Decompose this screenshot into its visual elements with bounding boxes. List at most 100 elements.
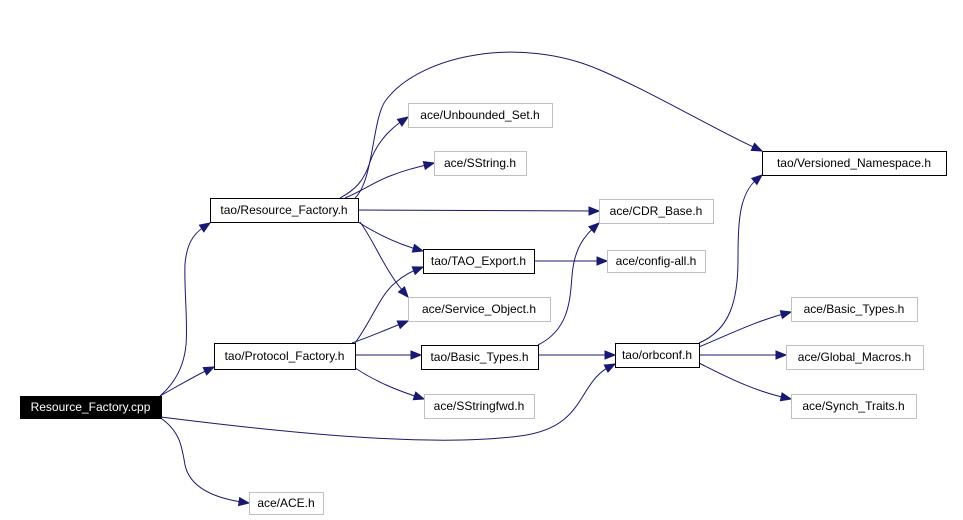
node-label: ace/ACE.h: [257, 496, 314, 510]
edge-arrowhead: [396, 320, 410, 330]
edge-tao-orbconf-h-to-ace-basic-types-h: [698, 310, 793, 348]
node-label: ace/SString.h: [444, 156, 516, 170]
edge-tao-tao-export-h-to-ace-config-all-h: [534, 256, 609, 266]
node-label: tao/Basic_Types.h: [430, 350, 528, 364]
edge-arrowhead: [397, 285, 409, 299]
node-ace-sstring-h[interactable]: ace/SString.h: [434, 151, 527, 176]
edge-tao-protocol-factory-h-to-tao-tao-export-h: [354, 266, 425, 344]
edge-line: [357, 221, 424, 252]
edge-line: [537, 222, 600, 346]
edge-line: [354, 51, 763, 199]
node-tao-tao-export-h[interactable]: tao/TAO_Export.h: [423, 249, 535, 274]
edge-arrowhead: [422, 160, 436, 171]
edge-line: [698, 174, 763, 344]
node-tao-basic-types-h[interactable]: tao/Basic_Types.h: [421, 345, 539, 370]
node-box: [615, 343, 700, 368]
node-box: [607, 250, 706, 273]
edge-arrowhead: [198, 222, 212, 233]
edge-resource-factory-cpp-to-ace-ace-h: [161, 418, 251, 507]
node-box: [408, 297, 551, 322]
node-box: [762, 151, 947, 176]
node-ace-sstringfwd-h[interactable]: ace/SStringfwd.h: [424, 394, 535, 419]
node-ace-ace-h[interactable]: ace/ACE.h: [249, 492, 324, 515]
node-box: [423, 249, 535, 274]
node-tao-protocol-factory-h[interactable]: tao/Protocol_Factory.h: [214, 343, 356, 370]
edge-arrowhead: [412, 391, 426, 401]
edge-arrowhead: [411, 266, 425, 276]
edge-resource-factory-cpp-to-tao-orbconf-h: [160, 363, 617, 441]
edge-arrowhead: [604, 350, 617, 360]
node-label: tao/TAO_Export.h: [431, 254, 526, 268]
edge-line: [159, 222, 211, 397]
node-label: tao/Resource_Factory.h: [220, 203, 347, 217]
edge-arrowhead: [779, 310, 793, 320]
edge-line: [698, 362, 792, 400]
node-ace-config-all-h[interactable]: ace/config-all.h: [607, 250, 706, 273]
edge-arrowhead: [750, 174, 764, 186]
node-label: ace/Service_Object.h: [422, 302, 536, 316]
node-label: tao/orbconf.h: [622, 348, 692, 362]
edge-arrowhead: [588, 222, 601, 234]
nodes-layer: Resource_Factory.cpp ace/ACE.h tao/Resourc…: [20, 103, 947, 515]
edge-line: [357, 209, 600, 212]
edge-arrowhead: [588, 206, 601, 216]
node-label: tao/Protocol_Factory.h: [225, 349, 345, 363]
node-ace-global-macros-h[interactable]: ace/Global_Macros.h: [786, 345, 924, 370]
node-label: ace/Unbounded_Set.h: [420, 108, 539, 122]
edges-layer: [159, 51, 793, 507]
edge-arrowhead: [411, 243, 425, 253]
node-box: [20, 396, 162, 419]
node-ace-unbounded-set-h[interactable]: ace/Unbounded_Set.h: [408, 103, 553, 128]
edge-tao-resource-factory-h-to-ace-unbounded-set-h: [339, 116, 410, 199]
node-tao-resource-factory-h[interactable]: tao/Resource_Factory.h: [210, 198, 359, 223]
node-label: ace/CDR_Base.h: [610, 204, 703, 218]
node-box: [791, 297, 918, 322]
edge-arrowhead: [396, 116, 410, 127]
edge-tao-basic-types-h-to-ace-cdr-base-h: [537, 222, 601, 346]
node-label: ace/Synch_Traits.h: [802, 399, 904, 413]
node-box: [786, 345, 924, 370]
node-ace-synch-traits-h[interactable]: ace/Synch_Traits.h: [791, 394, 917, 419]
node-box: [210, 198, 359, 223]
node-ace-service-object-h[interactable]: ace/Service_Object.h: [408, 297, 551, 322]
edge-tao-resource-factory-h-to-ace-service-object-h: [359, 221, 409, 299]
node-box: [791, 394, 917, 419]
node-ace-cdr-base-h[interactable]: ace/CDR_Base.h: [599, 199, 714, 224]
edge-arrowhead: [779, 392, 793, 402]
edge-tao-orbconf-h-to-ace-synch-traits-h: [698, 362, 793, 402]
edge-line: [339, 116, 409, 199]
edge-arrowhead: [202, 366, 216, 376]
node-box: [434, 151, 527, 176]
edge-tao-resource-factory-h-to-ace-sstring-h: [344, 160, 436, 199]
node-box: [214, 343, 356, 370]
edge-tao-orbconf-h-to-tao-versioned-namespace-h: [698, 174, 764, 344]
edge-arrowhead: [410, 350, 423, 360]
node-tao-versioned-namespace-h[interactable]: tao/Versioned_Namespace.h: [762, 151, 947, 176]
edge-arrowhead: [237, 496, 251, 507]
edge-tao-basic-types-h-to-tao-orbconf-h: [538, 350, 617, 360]
node-box: [249, 492, 324, 515]
edge-resource-factory-cpp-to-tao-protocol-factory-h: [159, 366, 216, 397]
edge-tao-resource-factory-h-to-tao-tao-export-h: [357, 221, 425, 253]
node-box: [421, 345, 539, 370]
node-box: [424, 394, 535, 419]
node-ace-basic-types-h[interactable]: ace/Basic_Types.h: [791, 297, 918, 322]
node-label: tao/Versioned_Namespace.h: [777, 156, 931, 170]
node-label: ace/config-all.h: [616, 254, 697, 268]
edge-tao-resource-factory-h-to-ace-cdr-base-h: [357, 206, 601, 216]
edge-arrowhead: [775, 350, 788, 360]
edge-tao-resource-factory-h-to-tao-versioned-namespace-h: [354, 51, 764, 199]
node-resource-factory-cpp[interactable]: Resource_Factory.cpp: [20, 396, 162, 419]
edge-tao-orbconf-h-to-ace-global-macros-h: [699, 350, 788, 360]
edge-arrowhead: [596, 256, 609, 266]
node-tao-orbconf-h[interactable]: tao/orbconf.h: [615, 343, 700, 368]
node-box: [599, 199, 714, 224]
edge-tao-protocol-factory-h-to-tao-basic-types-h: [355, 350, 423, 360]
edge-line: [344, 162, 435, 199]
edge-line: [161, 418, 250, 504]
node-label: ace/SStringfwd.h: [434, 399, 525, 413]
edge-tao-protocol-factory-h-to-ace-service-object-h: [351, 320, 410, 344]
edge-arrowhead: [750, 142, 764, 152]
node-label: Resource_Factory.cpp: [31, 400, 151, 414]
